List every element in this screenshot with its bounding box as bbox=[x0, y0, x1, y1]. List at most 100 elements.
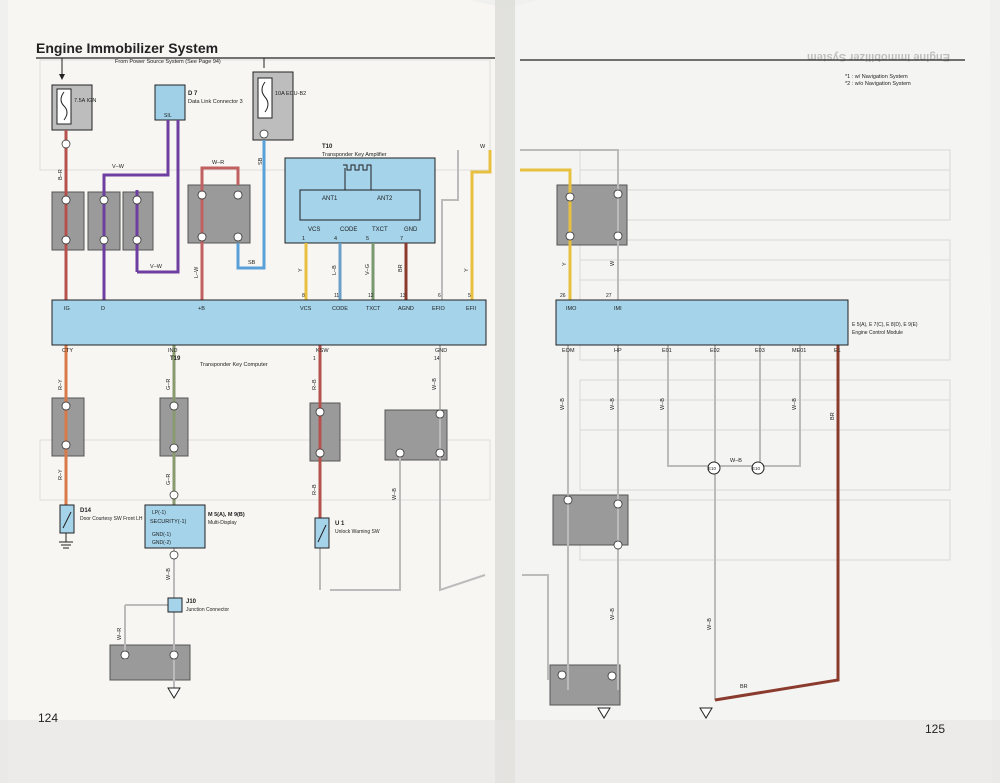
wire-label-wb-3: W–B bbox=[166, 568, 172, 580]
j10-name: Junction Connector bbox=[186, 607, 229, 613]
wire-label-lw: L–W bbox=[194, 266, 200, 278]
ecm-pin-hp: HP bbox=[614, 348, 622, 354]
ecm-num-26: 26 bbox=[560, 293, 566, 299]
wire-label-lb: L–B bbox=[332, 265, 338, 275]
comp-pin-agnd: AGND bbox=[398, 306, 414, 312]
comp-pin-b: +B bbox=[198, 306, 205, 312]
wire-label-wb-5: W–B bbox=[610, 398, 616, 410]
ecm-box bbox=[555, 299, 849, 346]
wire-label-wr-2: W–R bbox=[117, 628, 123, 640]
amp-inner bbox=[299, 189, 421, 221]
wire-labels: B–R V–W V–W W–R SB SB L–W Y L–B V–G BR W… bbox=[58, 144, 836, 690]
wire-label-wb-6: W–B bbox=[660, 398, 666, 410]
comp-pin-ind: IND bbox=[168, 348, 178, 354]
wire-label-w: W bbox=[480, 144, 486, 150]
wire-label-rb-2: R–B bbox=[312, 484, 318, 495]
wire-label-wb-4: W–B bbox=[560, 398, 566, 410]
comp-pin-efii: EFII bbox=[466, 306, 477, 312]
fuse-ecu-label: 10A ECU-B2 bbox=[275, 91, 306, 97]
u1-ref: U 1 bbox=[335, 521, 345, 527]
ecm-pin-e02: E02 bbox=[710, 348, 720, 354]
ground-point-e10-a bbox=[707, 461, 721, 475]
comp-name: Transponder Key Computer bbox=[200, 362, 268, 368]
dlc-name: Data Link Connector 3 bbox=[188, 99, 243, 105]
ground-point-e10-b bbox=[751, 461, 765, 475]
ecm-pin-me01: ME01 bbox=[792, 348, 806, 354]
ecm-ref: E 5(A), E 7(C), E 8(D), E 9(E) bbox=[852, 322, 918, 328]
amp-pin-vcs: VCS bbox=[308, 227, 320, 233]
wire-label-wr: W–R bbox=[212, 160, 224, 166]
faint-right-title: Engine Immobilizer System bbox=[807, 51, 950, 63]
comp-pin-txct: TXCT bbox=[366, 306, 381, 312]
power-arrow-head-1 bbox=[59, 74, 65, 80]
faint-tables bbox=[579, 149, 951, 561]
amp-num-5: 5 bbox=[366, 236, 369, 242]
ground-right-1 bbox=[597, 707, 611, 719]
comp-pin-ksw: KSW bbox=[316, 348, 329, 354]
amp-num-4: 4 bbox=[334, 236, 337, 242]
page-title: Engine Immobilizer System bbox=[36, 40, 218, 56]
wire-label-y-3: Y bbox=[562, 262, 568, 266]
fuse-ecu-body bbox=[257, 77, 273, 119]
amp-num-1: 1 bbox=[302, 236, 305, 242]
comp-pin-ig: IG bbox=[64, 306, 70, 312]
dlc-pin: SIL bbox=[164, 113, 172, 119]
d14-switch-icon bbox=[62, 511, 72, 529]
fuse-ign-label: 7.5A IGN bbox=[74, 98, 96, 104]
page-number-left: 124 bbox=[38, 711, 58, 725]
wire-label-gr-2: G–R bbox=[166, 474, 172, 485]
ground-e10-label-a: E10 bbox=[708, 466, 717, 471]
wire-label-y-2: Y bbox=[464, 268, 470, 272]
amp-pin-code: CODE bbox=[340, 227, 357, 233]
fuse-ign-icon bbox=[60, 91, 68, 121]
wires-left bbox=[64, 120, 492, 690]
j10-ref: J10 bbox=[186, 599, 197, 605]
comp-num-12: 12 bbox=[368, 293, 374, 299]
amp-name: Transponder Key Amplifier bbox=[322, 152, 387, 158]
page-number-right: 125 bbox=[925, 722, 945, 736]
ecm-pin-imi: IMI bbox=[614, 306, 622, 312]
amp-ant1: ANT1 bbox=[322, 196, 338, 202]
ecm-pin-e03: E03 bbox=[755, 348, 765, 354]
fuse-ecu-icon bbox=[261, 81, 269, 113]
wire-label-brn: BR bbox=[398, 264, 404, 272]
comp-pin-d: D bbox=[101, 306, 105, 312]
m-lp: LP(-1) bbox=[152, 510, 166, 516]
wire-label-sb-2: SB bbox=[248, 260, 256, 266]
ecm-pin-e01: E01 bbox=[662, 348, 672, 354]
wire-label-ry: R–Y bbox=[58, 379, 64, 390]
wire-label-wb-2: W–B bbox=[392, 488, 398, 500]
comp-pin-cty: CTY bbox=[62, 348, 73, 354]
dlc-box bbox=[154, 84, 186, 121]
wire-label-vw-2: V–W bbox=[150, 264, 163, 270]
m-ref: M 5(A), M 9(B) bbox=[208, 512, 245, 518]
comp-ref: T19 bbox=[170, 356, 181, 362]
comp-pin-gnd: GND bbox=[435, 348, 447, 354]
ground-e10-label-b: E10 bbox=[752, 466, 761, 471]
m-gnd1: GND(-1) bbox=[152, 532, 171, 538]
wire-label-wb: W–B bbox=[432, 378, 438, 390]
wire-label-vg: V–G bbox=[365, 264, 371, 275]
comp-num-5: 5 bbox=[468, 293, 471, 299]
wire-label-wb-9: W–B bbox=[610, 608, 616, 620]
comp-num-1: 1 bbox=[313, 356, 316, 362]
transponder-computer-box bbox=[51, 299, 487, 346]
j10-box bbox=[167, 597, 183, 613]
ground-left bbox=[167, 687, 181, 699]
wire-label-wb-10: W–B bbox=[707, 618, 713, 630]
page-shadow bbox=[0, 720, 1000, 783]
pin-circles bbox=[61, 129, 623, 681]
power-note: From Power Source System (See Page 94) bbox=[115, 59, 221, 65]
wire-label-y: Y bbox=[298, 268, 304, 272]
d14-name: Door Courtesy SW Front LH bbox=[80, 516, 143, 522]
wire-label-wb-7: W–B bbox=[792, 398, 798, 410]
wire-label-gr: G–R bbox=[166, 379, 172, 390]
ecm-pin-imo: IMO bbox=[566, 306, 577, 312]
amp-num-7: 7 bbox=[400, 236, 403, 242]
comp-num-11: 11 bbox=[334, 293, 339, 299]
comp-num-8: 8 bbox=[302, 293, 305, 299]
m-security: SECURITY(-1) bbox=[150, 519, 187, 525]
wire-label-br-2: BR bbox=[830, 412, 836, 420]
